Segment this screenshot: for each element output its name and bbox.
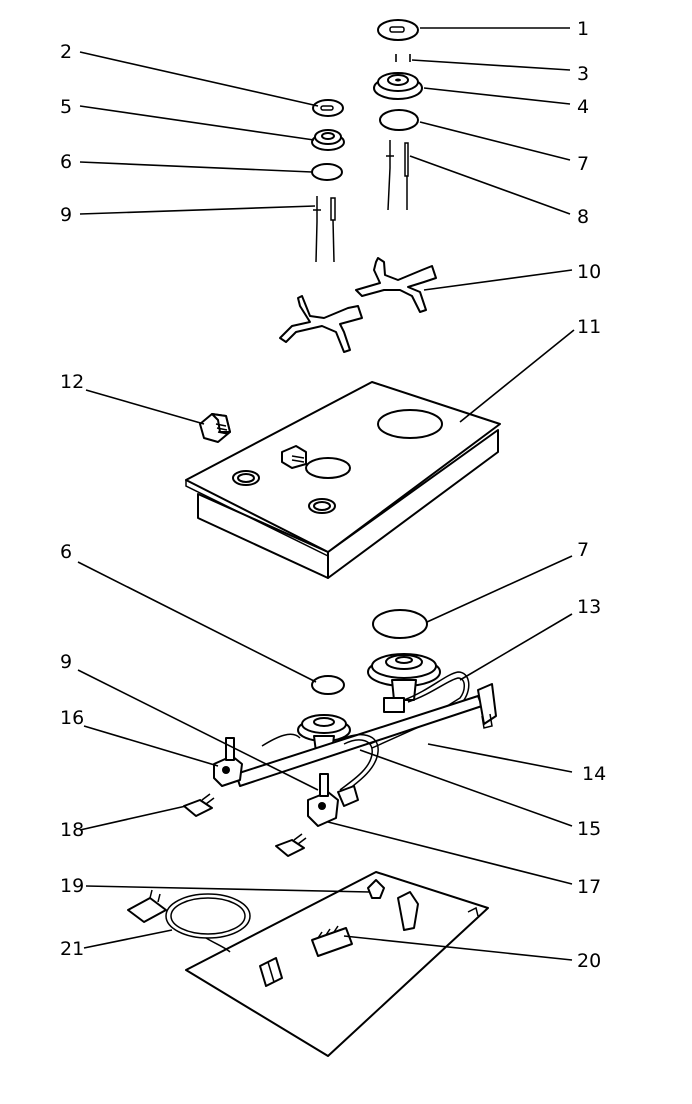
hob-knob-mounted — [281, 445, 307, 469]
part-pan-support-right — [355, 257, 437, 313]
part-thermocouple-electrode-left — [313, 196, 336, 263]
callout-16: 16 — [60, 707, 84, 729]
hob-knob-seat-2 — [308, 498, 336, 514]
part-gas-manifold — [235, 683, 497, 787]
callout-5: 5 — [60, 96, 72, 118]
callout-7-lower: 7 — [577, 539, 589, 561]
part-burner-head-small — [311, 129, 345, 151]
callout-15: 15 — [577, 818, 601, 840]
part-burner-cap-small — [312, 99, 344, 117]
callout-18: 18 — [60, 819, 84, 841]
part-burner-body-large — [367, 653, 441, 713]
part-seal-ring-small-lower — [311, 675, 345, 695]
part-spark-switch-right — [275, 833, 307, 857]
part-gas-valve-left — [213, 737, 243, 787]
callout-1: 1 — [577, 18, 589, 40]
callout-19: 19 — [60, 875, 84, 897]
part-pan-support-left — [279, 295, 363, 353]
part-power-plug — [127, 889, 167, 923]
part-seal-ring-small — [311, 163, 343, 181]
callout-9-lower: 9 — [60, 651, 72, 673]
callout-3: 3 — [577, 63, 589, 85]
callout-6-lower: 6 — [60, 541, 72, 563]
callout-10: 10 — [577, 261, 601, 283]
part-control-knob — [199, 413, 231, 443]
part-burner-cap-large — [377, 19, 419, 41]
callout-12: 12 — [60, 371, 84, 393]
callout-7-top: 7 — [577, 153, 589, 175]
callout-20: 20 — [577, 950, 601, 972]
callout-2: 2 — [60, 41, 72, 63]
part-gas-valve-right — [307, 773, 359, 827]
part-burner-head-large — [373, 72, 423, 100]
part-seal-ring-large — [379, 109, 419, 131]
part-hob-top-panel — [185, 381, 501, 579]
callout-4: 4 — [577, 96, 589, 118]
leader-lines — [77, 27, 575, 961]
part-cable-clamp — [367, 879, 419, 931]
part-base-plate — [185, 871, 489, 1057]
callout-6-top: 6 — [60, 151, 72, 173]
hob-knob-seat-1 — [232, 470, 260, 486]
callout-21: 21 — [60, 938, 84, 960]
callout-17: 17 — [577, 876, 601, 898]
part-terminal-block — [259, 957, 283, 987]
part-ignition-generator — [311, 925, 353, 957]
callout-11: 11 — [577, 316, 601, 338]
part-spark-switch-left — [183, 793, 215, 817]
part-power-cable — [165, 893, 251, 953]
part-thermocouple-electrode-right — [386, 140, 409, 211]
callout-13: 13 — [577, 596, 601, 618]
callout-9-top: 9 — [60, 204, 72, 226]
callout-8: 8 — [577, 206, 589, 228]
part-gas-pipe-thermocouple — [369, 671, 470, 749]
callout-labels: 1 2 3 4 5 6 7 8 9 10 11 12 6 7 13 9 16 1… — [60, 18, 606, 972]
callout-14: 14 — [582, 763, 606, 785]
part-seal-ring-large-lower — [372, 609, 428, 639]
part-screws — [395, 54, 411, 62]
